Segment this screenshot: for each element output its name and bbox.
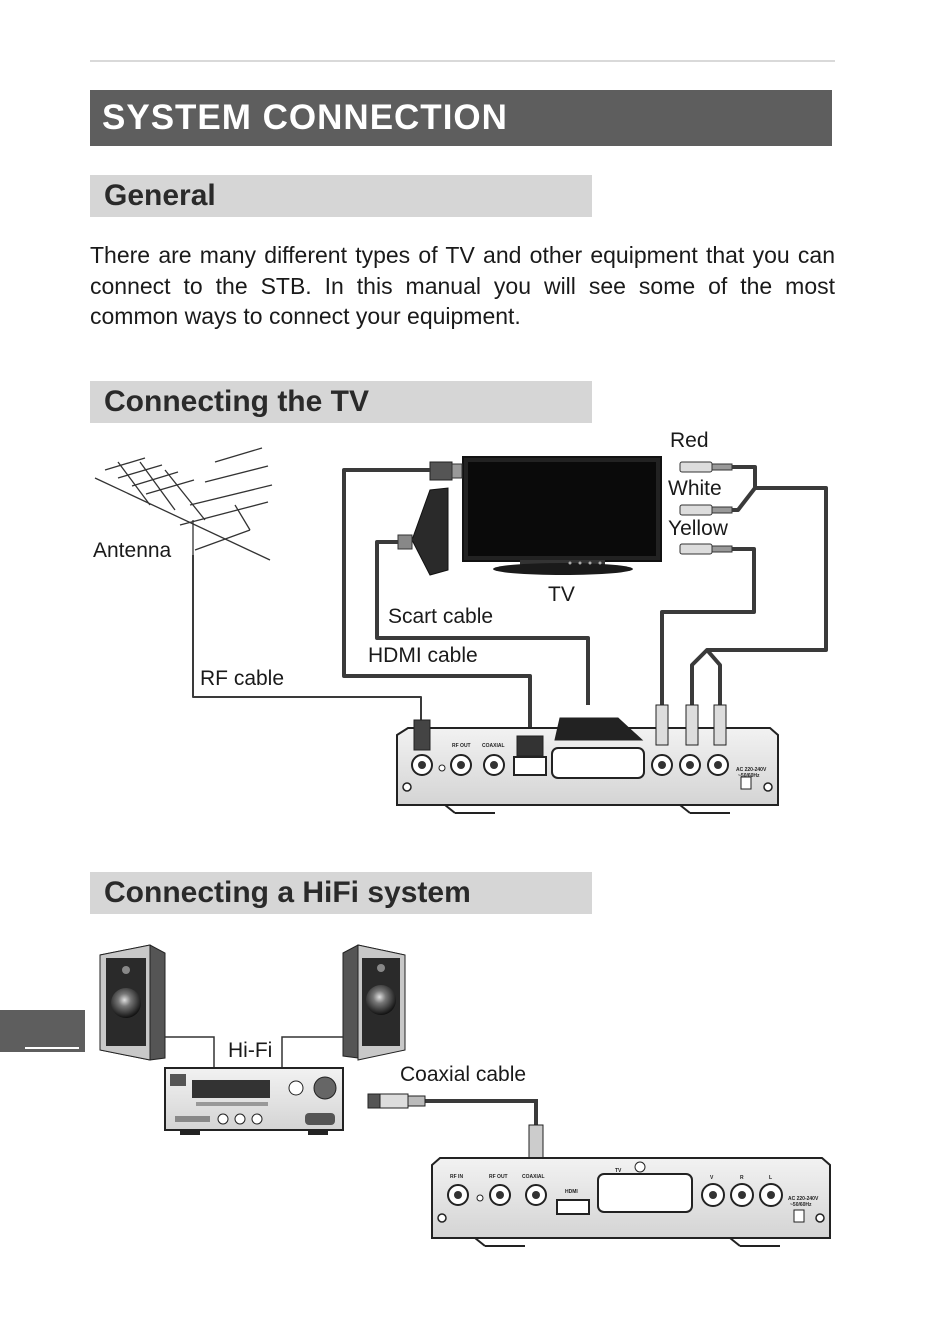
stb2-port-coaxial: COAXIAL [522, 1174, 545, 1180]
label-coaxial-cable: Coaxial cable [400, 1063, 526, 1086]
side-page-tab [0, 1010, 85, 1052]
stb2-port-v: V [710, 1175, 714, 1181]
label-hifi: Hi-Fi [228, 1039, 272, 1062]
page-title-bar: SYSTEM CONNECTION [90, 90, 832, 146]
general-intro-text: There are many different types of TV and… [90, 242, 835, 329]
stb1-port-coaxial: COAXIAL [482, 743, 505, 749]
stb2-port-rf-out: RF OUT [489, 1174, 508, 1180]
section-tv-title: Connecting the TV [104, 385, 369, 418]
stb2-port-rf-in: RF IN [450, 1174, 463, 1180]
section-general-header: General [90, 175, 592, 217]
stb-box-tv-icon [396, 727, 779, 814]
stb1-port-rf-out: RF OUT [452, 743, 471, 749]
tv-cables [192, 465, 828, 740]
label-tv: TV [548, 583, 575, 606]
stb2-power-label2: ~50/60Hz [790, 1202, 812, 1208]
stb1-plugs-icon [413, 704, 727, 757]
tv-icon [397, 456, 662, 576]
section-hifi-header: Connecting a HiFi system [90, 872, 592, 914]
label-antenna: Antenna [93, 539, 172, 562]
stb2-port-hdmi: HDMI [565, 1189, 578, 1195]
page-title: SYSTEM CONNECTION [102, 98, 508, 137]
stb2-port-l: L [769, 1175, 772, 1181]
stb2-power-label: AC 220-240V [788, 1196, 819, 1202]
stb1-power-label: AC 220-240V [736, 767, 767, 773]
stb1-power-label2: ~50/60Hz [738, 773, 760, 779]
hifi-amplifier-icon [164, 1067, 344, 1135]
stb2-port-tv: TV [615, 1168, 622, 1174]
label-red: Red [670, 429, 709, 452]
top-rule [90, 60, 835, 62]
section-hifi-title: Connecting a HiFi system [104, 876, 471, 909]
section-tv-header: Connecting the TV [90, 381, 592, 423]
speaker-left-icon [99, 944, 166, 1061]
label-white: White [668, 477, 722, 500]
label-hdmi-cable: HDMI cable [368, 644, 478, 667]
coaxial-cable [367, 1093, 544, 1181]
label-scart-cable: Scart cable [388, 605, 493, 628]
hifi-speaker-wires [165, 1036, 343, 1068]
section-general-title: General [104, 179, 216, 212]
label-rf-cable: RF cable [200, 667, 284, 690]
stb-box-hifi-icon [431, 1157, 831, 1247]
rca-plugs-tv-icon [679, 461, 733, 555]
stb2-port-r: R [740, 1175, 744, 1181]
speaker-right-icon [342, 944, 406, 1061]
label-yellow: Yellow [668, 517, 729, 540]
side-tab-line [25, 1047, 79, 1049]
antenna-icon [94, 447, 273, 561]
